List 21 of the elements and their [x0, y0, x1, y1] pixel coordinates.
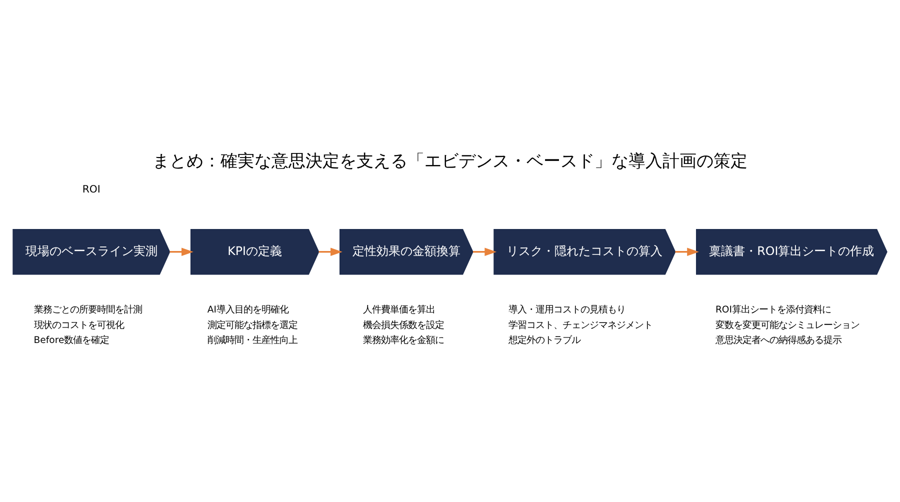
arrow: [472, 248, 497, 256]
node-label: 想定外のトラブル: [508, 335, 580, 346]
label: ROI: [82, 184, 100, 196]
node-label: 測定可能な指標を選定: [207, 320, 298, 331]
node-label: 学習コスト、チェンジマネジメント: [508, 320, 652, 331]
arrow: [675, 248, 699, 256]
arrow: [318, 248, 342, 256]
node-label: 機会損失係数を設定: [363, 320, 444, 331]
node-label: 現状のコストを可視化: [34, 320, 124, 331]
node-label: 人件費単価を算出: [363, 304, 436, 316]
node-label: 削減時間・生産性向上: [207, 335, 298, 346]
node-label: 変数を変更可能なシミュレーション: [715, 320, 860, 331]
node-label: 意思決定者への納得感ある提示: [715, 335, 842, 346]
node-label: 導入・運用コストの見積もり: [508, 304, 626, 316]
node-label: 業務効率化を金額に: [363, 335, 444, 346]
node-label: Before数値を確定: [34, 335, 110, 346]
diagram-title: まとめ：確実な意思決定を支える「エビデンス・ベースド」な導入計画の策定: [152, 150, 748, 170]
node-label: 業務ごとの所要時間を計測: [34, 304, 142, 316]
arrow: [170, 248, 194, 256]
node-label: AI導入目的を明確化: [207, 304, 289, 316]
node-label: ROI算出シートを添付資料に: [715, 304, 831, 316]
